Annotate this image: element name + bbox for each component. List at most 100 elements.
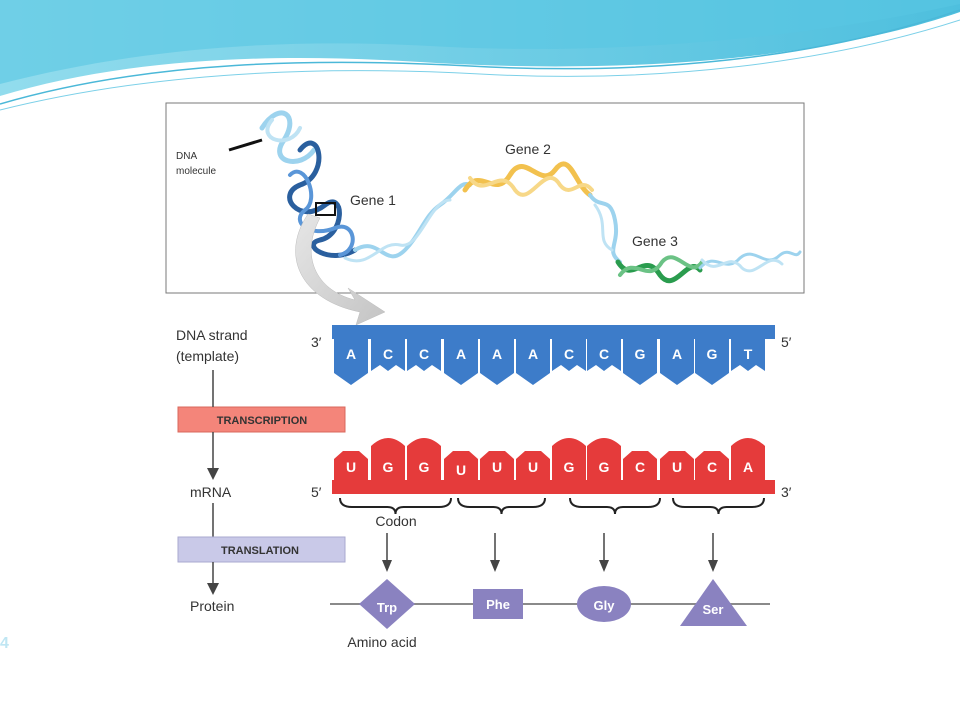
amino-acid-triangle — [680, 579, 747, 626]
dna-base: A — [346, 346, 356, 362]
amino-acid-diamond — [359, 579, 415, 629]
mrna-base-shape — [552, 438, 586, 480]
dna-base: A — [456, 346, 466, 362]
translation-label: TRANSLATION — [221, 545, 299, 557]
dna-pointer-line — [228, 138, 263, 152]
dna-5prime-label: 5′ — [781, 334, 792, 350]
dna-base: G — [707, 346, 718, 362]
mrna-5prime-label: 5′ — [311, 484, 322, 500]
mrna-base: A — [743, 459, 753, 475]
mrna-base-shape — [407, 438, 441, 480]
dna-base: C — [419, 346, 429, 362]
mrna-base-shape — [623, 451, 657, 480]
codon-brace — [339, 497, 452, 515]
translation-box — [177, 536, 346, 563]
dna-3prime-label: 3′ — [311, 334, 322, 350]
mrna-base: G — [564, 459, 575, 475]
mrna-base: G — [419, 459, 430, 475]
dna-molecule-panel: DNA molecule Gene 1 Gene 2 Gene 3 — [165, 102, 805, 294]
mrna-backbone — [332, 480, 775, 494]
gene-1-label: Gene 1 — [350, 192, 396, 208]
dna-base-shape — [407, 339, 441, 371]
mrna-base: C — [707, 459, 717, 475]
gene-region-highlight — [315, 202, 336, 216]
codon-arrowhead — [599, 560, 609, 572]
codon-arrowhead — [490, 560, 500, 572]
dna-base-shape — [660, 339, 694, 385]
mrna-base-shape — [444, 451, 478, 480]
mrna-base-shape — [731, 438, 765, 480]
dna-base: A — [492, 346, 502, 362]
amino-acid-oval — [577, 586, 631, 622]
protein-label: Protein — [190, 598, 234, 614]
mrna-base: G — [383, 459, 394, 475]
amino-acid-phe-label: Phe — [486, 597, 510, 612]
dna-base: C — [564, 346, 574, 362]
mrna-3prime-label: 3′ — [781, 484, 792, 500]
mrna-base-shape — [660, 451, 694, 480]
mrna-base: U — [672, 459, 682, 475]
mrna-base-shape — [587, 438, 621, 480]
codon-arrowhead — [382, 560, 392, 572]
mrna-base: U — [492, 459, 502, 475]
codon-brace — [457, 497, 546, 515]
mrna-base: G — [599, 459, 610, 475]
mrna-base: U — [456, 462, 466, 478]
amino-acid-label: Amino acid — [347, 634, 416, 650]
dna-strand-label-line2: (template) — [176, 348, 239, 364]
mrna-base-shape — [371, 438, 405, 480]
amino-acid-gly: Gly — [577, 586, 631, 622]
codon-braces — [339, 497, 765, 515]
mrna-base-shape — [516, 451, 550, 480]
amino-acid-ser: Ser — [680, 579, 747, 626]
dna-base-shape — [334, 339, 368, 385]
mrna-base-shape — [334, 451, 368, 480]
dna-backbone — [332, 325, 775, 339]
header-wave-decoration — [0, 0, 960, 111]
mrna-base: U — [346, 459, 356, 475]
amino-acid-ser-label: Ser — [703, 602, 724, 617]
codon-arrows — [382, 533, 718, 572]
dna-base-shape — [731, 339, 765, 371]
dna-base-shape — [371, 339, 405, 371]
codon-arrowhead — [708, 560, 718, 572]
transcription-box — [177, 406, 346, 433]
amino-acid-gly-label: Gly — [594, 598, 616, 613]
mrna-base-shape — [480, 451, 514, 480]
transcription-label: TRANSCRIPTION — [217, 415, 308, 427]
amino-acid-square — [473, 589, 523, 619]
mrna-base-shape — [695, 451, 729, 480]
dna-base: T — [744, 346, 753, 362]
codon-brace — [569, 497, 661, 515]
gene-3-label: Gene 3 — [632, 233, 678, 249]
codon-label: Codon — [375, 513, 416, 529]
mrna-base: U — [528, 459, 538, 475]
slide-number: 4 — [0, 635, 9, 652]
amino-acid-trp: Trp — [359, 579, 415, 629]
amino-acid-phe: Phe — [473, 589, 523, 619]
dna-molecule-label-line1: DNA — [176, 151, 197, 162]
dna-base-shape — [552, 339, 586, 371]
dna-base-shape — [516, 339, 550, 385]
flow-arrowhead-2 — [207, 583, 219, 595]
dna-base: C — [383, 346, 393, 362]
dna-base-shape — [695, 339, 729, 385]
mrna-label: mRNA — [190, 484, 232, 500]
amino-acid-trp-label: Trp — [377, 600, 397, 615]
dna-base: G — [635, 346, 646, 362]
dna-base-shape — [623, 339, 657, 385]
dna-base-shape — [444, 339, 478, 385]
mrna-strand: 5′ 3′ U G G U U U G G C U C A — [311, 438, 792, 500]
dna-molecule-label-line2: molecule — [176, 166, 216, 177]
flow-arrowhead-1 — [207, 468, 219, 480]
gene-2-label: Gene 2 — [505, 141, 551, 157]
dna-base: A — [528, 346, 538, 362]
mrna-base: C — [635, 459, 645, 475]
dna-base-shape — [480, 339, 514, 385]
dna-base: A — [672, 346, 682, 362]
codon-brace — [672, 497, 765, 515]
